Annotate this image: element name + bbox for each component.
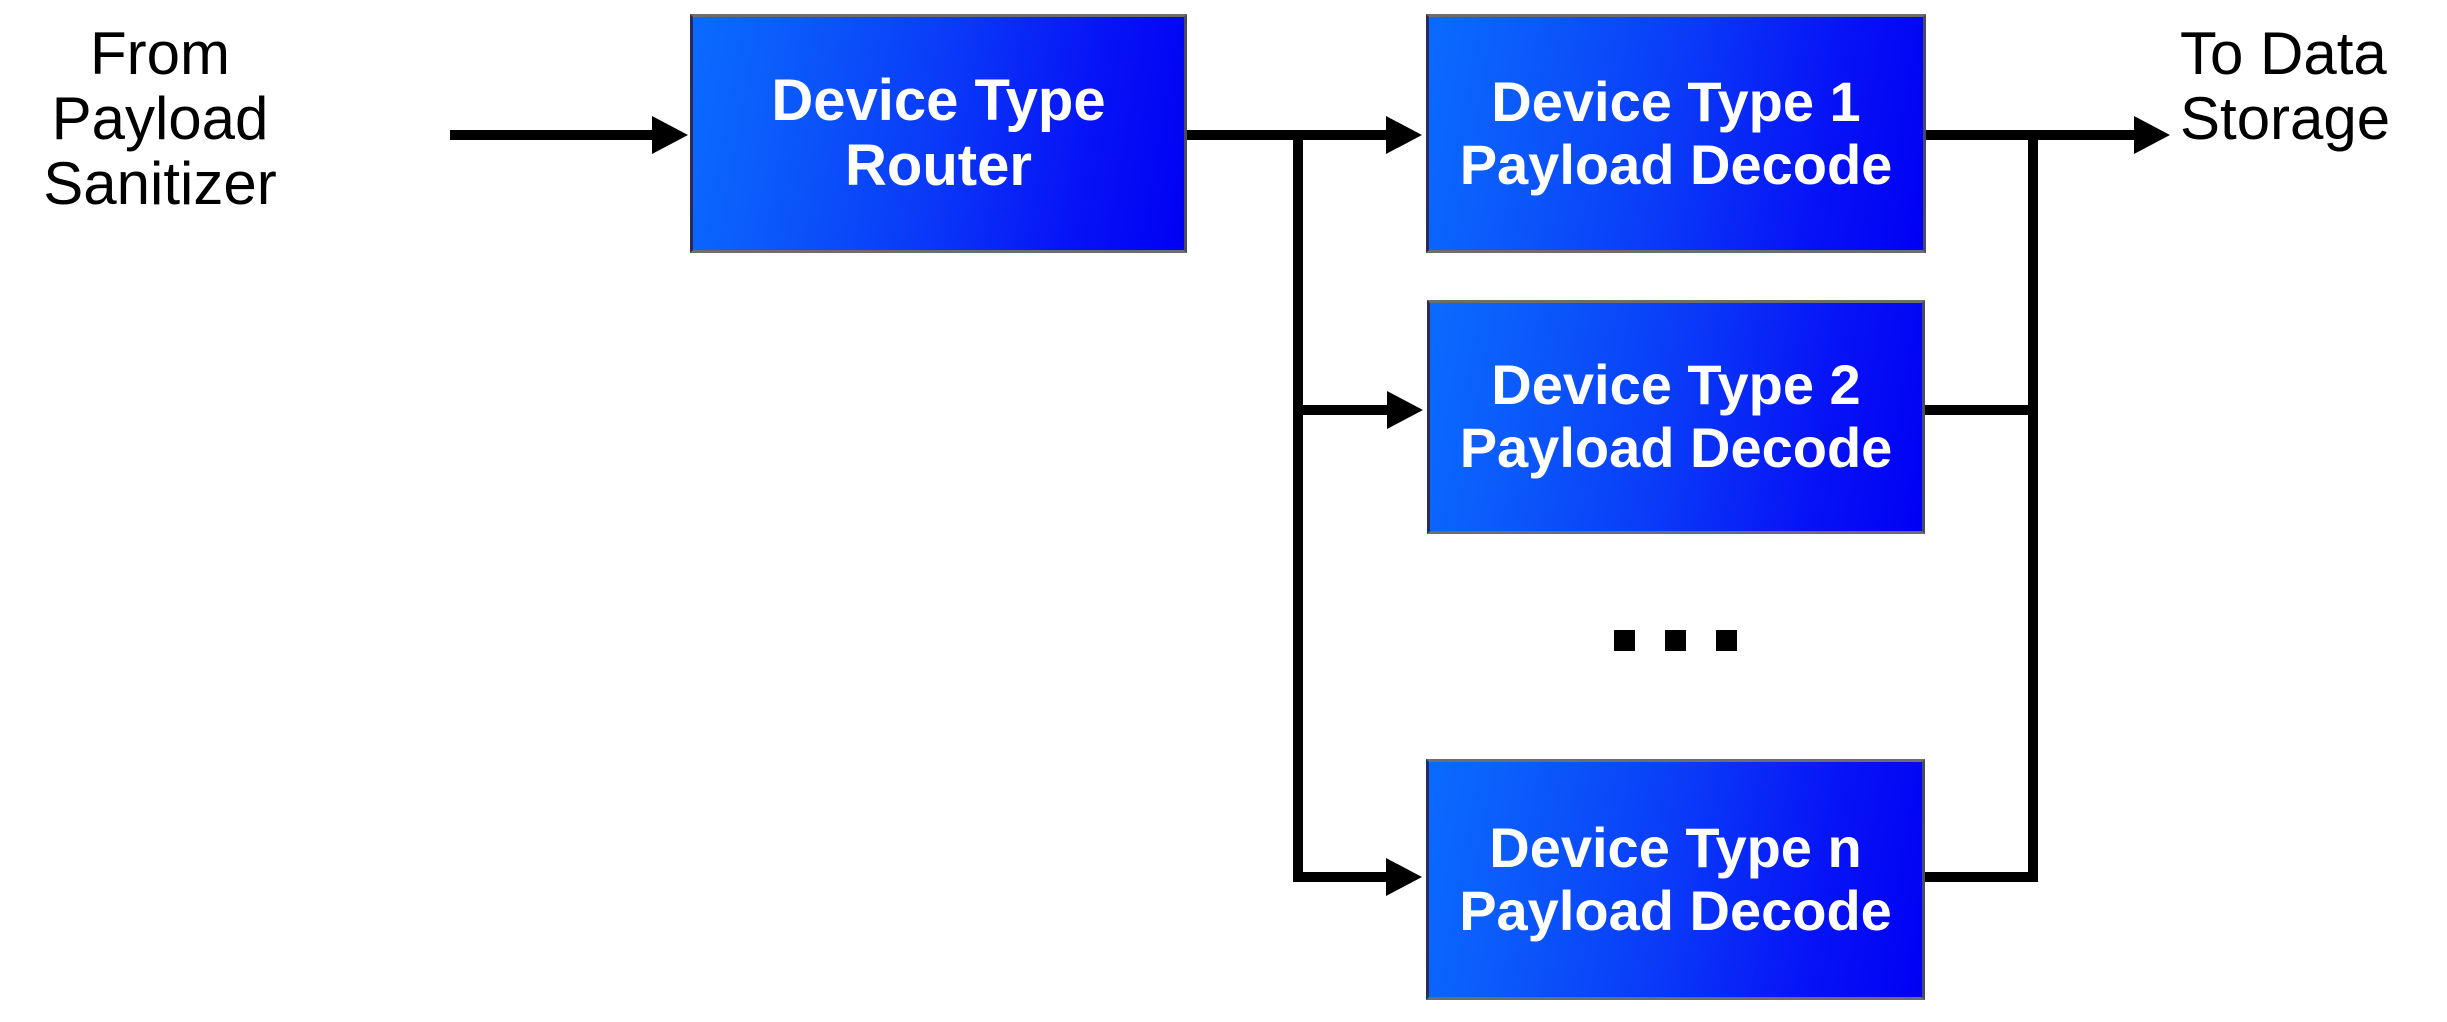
node-device-type-1-payload-decode-label: Device Type 1 Payload Decode: [1459, 69, 1893, 196]
arrowhead-into-device-type-n: [1386, 858, 1422, 896]
connector-device-type-n-output: [1925, 872, 2038, 882]
node-device-type-1-payload-decode[interactable]: Device Type 1 Payload Decode: [1426, 14, 1926, 253]
connector-device-type-1-output: [1926, 130, 2038, 140]
arrowhead-into-device-type-1: [1386, 116, 1422, 154]
connector-merge-to-data-storage: [2028, 130, 2138, 140]
arrowhead-to-data-storage: [2134, 116, 2170, 154]
connector-sanitizer-to-router: [450, 130, 656, 140]
node-device-type-router-label: Device Type Router: [771, 67, 1106, 198]
distribution-bus-line: [1293, 130, 1303, 882]
node-device-type-router[interactable]: Device Type Router: [690, 14, 1187, 253]
connector-device-type-2-output: [1925, 405, 2038, 415]
node-device-type-2-payload-decode-label: Device Type 2 Payload Decode: [1459, 353, 1893, 479]
merge-bus-line: [2028, 130, 2038, 882]
label-from-payload-sanitizer: From Payload Sanitizer: [43, 20, 277, 217]
node-device-type-n-payload-decode-label: Device Type n Payload Decode: [1459, 815, 1892, 942]
ellipsis-dot: [1614, 630, 1635, 651]
ellipsis-dot: [1716, 630, 1737, 651]
connector-router-to-device-type-n: [1293, 872, 1390, 882]
arrowhead-into-device-type-2: [1387, 391, 1423, 429]
connector-router-to-device-type-2: [1293, 405, 1391, 415]
connector-router-to-device-type-1: [1293, 130, 1390, 140]
connector-router-output: [1187, 130, 1303, 140]
label-to-data-storage: To Data Storage: [2180, 20, 2391, 152]
arrowhead-into-router: [652, 116, 688, 154]
node-device-type-2-payload-decode[interactable]: Device Type 2 Payload Decode: [1427, 300, 1925, 534]
ellipsis-dot: [1665, 630, 1686, 651]
vertical-ellipsis-icon: [1614, 630, 1737, 651]
node-device-type-n-payload-decode[interactable]: Device Type n Payload Decode: [1426, 759, 1925, 1000]
